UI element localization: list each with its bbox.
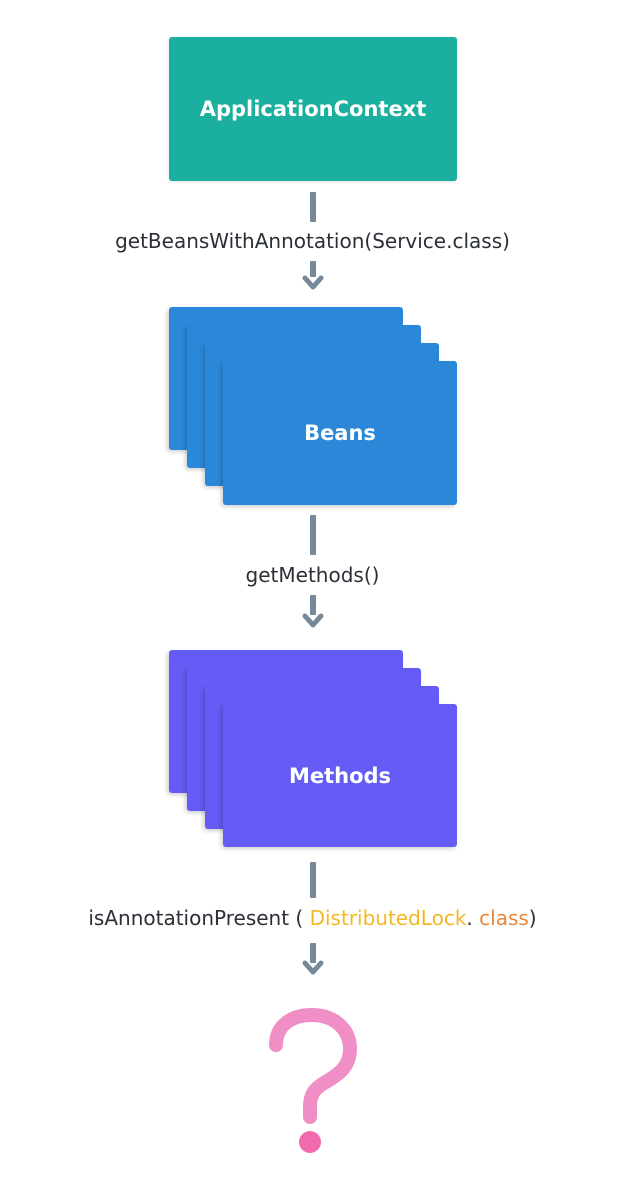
edge-label-dot: . (466, 906, 480, 930)
edge-label-prefix: isAnnotationPresent ( (88, 906, 310, 930)
arrow-down-icon (302, 613, 324, 628)
connector-line (310, 515, 316, 555)
connector-line (310, 192, 316, 222)
methods-label: Methods (288, 763, 392, 788)
connector-line (310, 261, 316, 277)
connector-line (310, 862, 316, 898)
edge-label-get-methods: getMethods() (245, 563, 380, 587)
connector-line (310, 595, 316, 615)
beans-label: Beans (304, 421, 376, 445)
application-context-label: ApplicationContext (199, 97, 427, 121)
edge-label-suffix: ) (528, 906, 537, 930)
edge-label-is-annotation-present: isAnnotationPresent ( DistributedLock. c… (0, 906, 625, 930)
edge-label-annotation: DistributedLock (309, 906, 467, 930)
question-mark-icon (269, 1007, 358, 1153)
arrow-down-icon (302, 960, 324, 975)
arrow-down-icon (302, 275, 324, 290)
edge-label-get-beans: getBeansWithAnnotation(Service.class) (115, 229, 510, 253)
edge-label-keyword: class (479, 906, 529, 930)
connector-line (310, 943, 316, 963)
methods-card-front: Methods (223, 704, 457, 847)
beans-card-front: Beans (223, 361, 457, 505)
application-context-node: ApplicationContext (169, 37, 457, 181)
